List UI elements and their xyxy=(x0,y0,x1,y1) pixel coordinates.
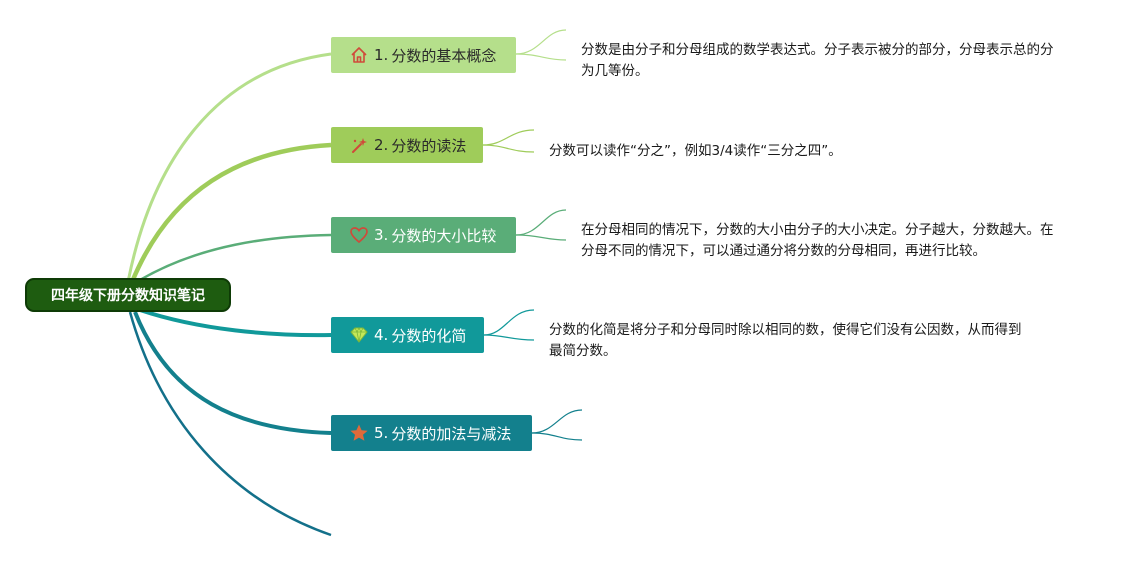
branch-4-note-line-1: 分数的化简是将分子和分母同时除以相同的数，使得它们没有公因数，从而得到 xyxy=(549,322,1022,338)
branch-4-note: 分数的化简是将分子和分母同时除以相同的数，使得它们没有公因数，从而得到 最简分数… xyxy=(549,320,1079,362)
leader-branch-1b xyxy=(515,53,567,61)
branch-3-number: 3. xyxy=(374,226,389,244)
magic-wand-icon xyxy=(349,135,369,155)
branch-2-note: 分数可以读作“分之”，例如3/4读作“三分之四”。 xyxy=(549,141,969,162)
star-icon xyxy=(349,423,369,443)
branch-node-3[interactable]: 3. 分数的大小比较 xyxy=(331,217,516,253)
leader-branch-4a xyxy=(483,309,535,336)
leader-branch-2b xyxy=(482,144,535,153)
diamond-icon xyxy=(349,325,369,345)
home-icon xyxy=(349,45,369,65)
root-node[interactable]: 四年级下册分数知识笔记 xyxy=(25,278,231,312)
branch-node-5[interactable]: 5. 分数的加法与减法 xyxy=(331,415,532,451)
branch-node-4[interactable]: 4. 分数的化简 xyxy=(331,317,484,353)
connector-root-branch-3 xyxy=(139,233,332,282)
branch-1-note: 分数是由分子和分母组成的数学表达式。分子表示被分的部分，分母表示总的分 为几等份… xyxy=(581,40,1111,82)
leader-branch-5b xyxy=(531,432,583,441)
connector-root-branch-2 xyxy=(129,142,332,283)
branch-2-note-line-1: 分数可以读作“分之”，例如3/4读作“三分之四”。 xyxy=(549,143,842,159)
leader-branch-2a xyxy=(482,129,535,146)
leader-branch-3a xyxy=(515,209,567,236)
leader-branch-5a xyxy=(531,409,583,434)
root-title: 四年级下册分数知识笔记 xyxy=(51,288,205,304)
branch-1-note-line-2: 为几等份。 xyxy=(581,63,649,79)
branch-node-2[interactable]: 2. 分数的读法 xyxy=(331,127,483,163)
connector-root-branch-1 xyxy=(126,52,332,283)
branch-3-note: 在分母相同的情况下，分数的大小由分子的大小决定。分子越大，分数越大。在 分母不同… xyxy=(581,220,1111,262)
branch-3-title: 分数的大小比较 xyxy=(391,226,497,245)
leader-branch-4b xyxy=(483,334,535,341)
branch-3-note-line-1: 在分母相同的情况下，分数的大小由分子的大小决定。分子越大，分数越大。在 xyxy=(581,222,1054,238)
branch-2-number: 2. xyxy=(374,136,389,154)
branch-1-number: 1. xyxy=(374,46,389,64)
connector-root-extra xyxy=(128,311,332,537)
branch-4-title: 分数的化简 xyxy=(391,326,467,345)
branch-1-note-line-1: 分数是由分子和分母组成的数学表达式。分子表示被分的部分，分母表示总的分 xyxy=(581,42,1054,58)
branch-1-title: 分数的基本概念 xyxy=(391,46,497,65)
branch-node-1[interactable]: 1. 分数的基本概念 xyxy=(331,37,516,73)
connector-root-branch-4 xyxy=(139,308,332,338)
branch-4-number: 4. xyxy=(374,326,389,344)
branch-2-title: 分数的读法 xyxy=(391,136,467,155)
branch-5-number: 5. xyxy=(374,424,389,442)
branch-5-title: 分数的加法与减法 xyxy=(391,424,512,443)
leader-branch-3b xyxy=(515,234,567,241)
branch-3-note-line-2: 分母不同的情况下，可以通过通分将分数的分母相同，再进行比较。 xyxy=(581,243,986,259)
heart-icon xyxy=(349,225,369,245)
connector-root-branch-5 xyxy=(133,311,332,435)
branch-4-note-line-2: 最简分数。 xyxy=(549,343,617,359)
leader-branch-1a xyxy=(515,29,567,55)
